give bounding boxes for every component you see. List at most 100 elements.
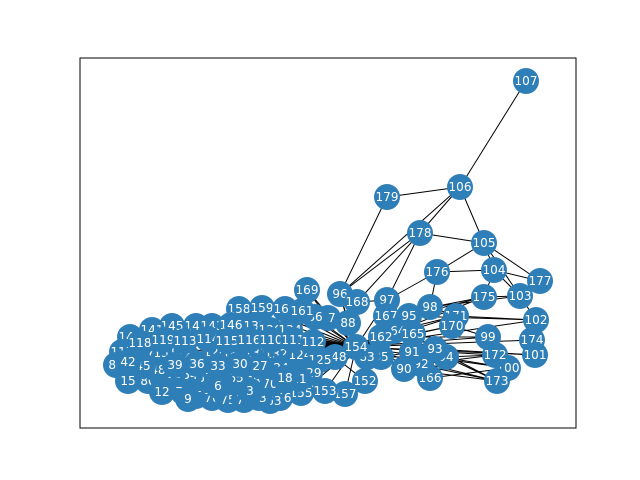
node-88: 88 [335, 310, 361, 336]
node-3: 3 [237, 378, 263, 404]
node-162: 162 [368, 324, 394, 350]
node-label: 168 [346, 295, 369, 309]
node-12: 12 [149, 379, 175, 405]
node-circle [407, 220, 433, 246]
edge-178-168 [356, 232, 421, 303]
node-168: 168 [344, 289, 370, 315]
node-label: 95 [401, 309, 416, 323]
node-circle [115, 349, 141, 375]
node-label: 115 [216, 334, 239, 348]
plot-frame [79, 57, 577, 429]
node-170: 170 [439, 313, 465, 339]
node-103: 103 [507, 283, 533, 309]
node-circle [417, 294, 443, 320]
node-161: 161 [289, 298, 315, 324]
node-label: 159 [251, 301, 274, 315]
node-118: 118 [127, 330, 153, 356]
node-label: 175 [473, 290, 496, 304]
node-90: 90 [391, 356, 417, 382]
node-119: 119 [150, 327, 176, 353]
edge-178-96 [339, 232, 421, 295]
node-label: 162 [370, 330, 393, 344]
node-circle [424, 259, 450, 285]
node-153: 153 [312, 378, 338, 404]
node-circle [227, 351, 253, 377]
node-circle [175, 386, 201, 412]
node-177: 177 [527, 268, 553, 294]
node-circle [195, 326, 221, 352]
node-label: 113 [174, 334, 197, 348]
node-label: 153 [314, 384, 337, 398]
node-circle [149, 379, 175, 405]
node-circle [484, 368, 510, 394]
node-label: 9 [184, 392, 192, 406]
node-circle [352, 368, 378, 394]
node-circle [522, 342, 548, 368]
node-circle [258, 327, 284, 353]
node-label: 39 [167, 358, 182, 372]
node-label: 154 [345, 340, 368, 354]
node-circle [184, 351, 210, 377]
node-36: 36 [184, 351, 210, 377]
node-circle [332, 381, 358, 407]
node-27: 27 [247, 353, 273, 379]
node-label: 178 [409, 226, 432, 240]
node-circle [127, 330, 153, 356]
node-114: 114 [195, 326, 221, 352]
node-circle [205, 353, 231, 379]
node-label: 42 [120, 355, 135, 369]
node-39: 39 [162, 352, 188, 378]
node-label: 161 [291, 304, 314, 318]
node-104: 104 [481, 257, 507, 283]
node-label: 98 [422, 300, 437, 314]
node-circle [343, 334, 369, 360]
node-label: 33 [210, 359, 225, 373]
node-label: 96 [332, 287, 347, 301]
node-label: 90 [396, 362, 411, 376]
node-circle [523, 307, 549, 333]
node-circle [471, 284, 497, 310]
node-115: 115 [214, 328, 240, 354]
node-circle [513, 68, 539, 94]
node-label: 107 [515, 74, 538, 88]
node-label: 106 [449, 180, 472, 194]
node-label: 105 [473, 236, 496, 250]
node-label: 165 [402, 327, 425, 341]
node-circle [447, 174, 473, 200]
node-circle [237, 378, 263, 404]
node-label: 157 [334, 387, 357, 401]
node-label: 176 [426, 265, 449, 279]
node-label: 118 [129, 336, 152, 350]
edge-106-96 [339, 186, 461, 295]
node-98: 98 [417, 294, 443, 320]
node-circle [391, 356, 417, 382]
node-172: 172 [482, 342, 508, 368]
node-circle [236, 327, 262, 353]
node-circle [162, 352, 188, 378]
node-circle [272, 365, 298, 391]
node-circle [344, 289, 370, 315]
node-111: 111 [280, 327, 306, 353]
node-label: 119 [152, 333, 175, 347]
node-42: 42 [115, 349, 141, 375]
node-106: 106 [447, 174, 473, 200]
edge-107-106 [459, 80, 527, 188]
node-circle [115, 368, 141, 394]
node-label: 114 [197, 332, 220, 346]
node-label: 36 [189, 357, 204, 371]
node-18: 18 [272, 365, 298, 391]
node-label: 102 [525, 313, 548, 327]
node-circle [368, 324, 394, 350]
node-circle [374, 184, 400, 210]
node-178: 178 [407, 220, 433, 246]
node-152: 152 [352, 368, 378, 394]
node-circle [481, 257, 507, 283]
node-circle [439, 313, 465, 339]
node-label: 170 [441, 319, 464, 333]
node-label: 173 [486, 374, 509, 388]
node-30: 30 [227, 351, 253, 377]
node-circle [205, 373, 231, 399]
node-circle [527, 268, 553, 294]
node-label: 18 [277, 371, 292, 385]
